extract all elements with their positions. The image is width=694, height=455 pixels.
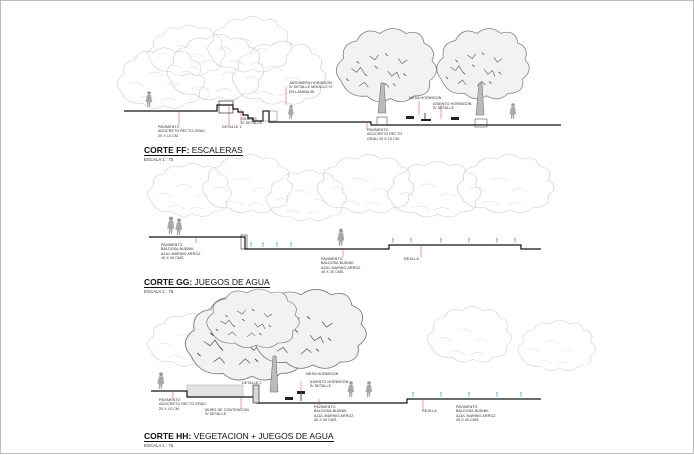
label-line: AZUL MARINO ARROZ	[314, 413, 354, 418]
hh-scale: ESCALA 1 : 75	[144, 443, 174, 448]
ff-title: CORTE FF: ESCALERAS	[144, 145, 243, 156]
hh-mesa-label: MESA HORMIGON	[306, 372, 338, 376]
section-gg-leaders	[195, 237, 422, 257]
ff-paving-label: PAVIMENTO ADOCRETO RECTO GRAU 20 X 10 CM	[158, 125, 205, 138]
section-gg-trees	[147, 154, 555, 221]
label-line: 40 x 40 cms.	[314, 418, 338, 423]
title-bold: CORTE FF:	[144, 145, 190, 155]
label-line: s/ DETALLE	[205, 412, 227, 417]
title-rest: VEGETACION + JUEGOS DE AGUA	[193, 431, 334, 441]
label-line: BALDOSA BUDNIK	[321, 261, 354, 266]
title-rest: JUEGOS DE AGUA	[194, 277, 270, 287]
label-line: REJILLA	[404, 257, 419, 261]
hh-paving-label: PAVIMENTO ADOCRETO RECTO GRAU 20 X 10 CM	[159, 398, 206, 411]
ff-gradas-label: GRADAS s/ DETALLE	[241, 117, 262, 126]
tree-icon	[335, 28, 530, 103]
label-line: EN LAMINA 56	[289, 89, 315, 94]
hh-detalle2-label: DETALLE 2	[242, 381, 262, 385]
gg-paving-label: PAVIMENTO BALDOSA BUDNIK AZUL MARINO ARR…	[161, 243, 201, 261]
label-line: AZUL MARINO ARROZ	[161, 251, 201, 256]
hh-muro-label: MURO DE CONTENCION s/ DETALLE	[205, 408, 249, 417]
person-icon	[175, 218, 183, 235]
label-line: ADOCRETO RECTO GRAU	[158, 129, 206, 134]
section-hh-ground	[151, 384, 541, 404]
title-bold: CORTE GG:	[144, 277, 193, 287]
label-line: s/ DETALLE	[241, 121, 263, 126]
label-line: PAVIMENTO	[321, 257, 343, 261]
bench-icon	[406, 113, 459, 121]
section-hh-trees	[147, 288, 596, 393]
hh-paving3-label: PAVIMENTO BALDOSA BUDNIK AZUL MARINO ARR…	[456, 405, 496, 423]
label-line: 40 x 40 cms.	[456, 418, 480, 423]
ff-paving2-label: PAVIMENTO ADOCRETO RECTO GRAU 20 X 10 cm…	[367, 128, 402, 141]
label-line: MESA HORMIGON	[306, 372, 339, 376]
hh-paving2-label: PAVIMENTO BALDOSA BUDNIK AZUL MARINO ARR…	[314, 405, 354, 423]
label-line: AZUL MARINO ARROZ	[456, 413, 496, 418]
person-icon	[167, 216, 175, 234]
label-line: PAVIMENTO	[314, 405, 336, 409]
label-line: DETALLE 2	[242, 381, 262, 385]
hh-rejilla-label: REJILLA	[422, 409, 437, 413]
label-line: BALDOSA BUDNIK	[456, 409, 489, 414]
label-line: ADOCRETO RECTO	[367, 132, 403, 137]
label-line: MESA HORMIGON	[409, 96, 442, 100]
section-gg-people	[167, 216, 345, 246]
person-icon	[509, 103, 516, 119]
label-line: PAVIMENTO	[367, 128, 389, 132]
water-jet-icon	[249, 237, 517, 248]
label-line: JARDINERA HORMIGON	[289, 81, 333, 85]
tree-icon	[147, 154, 555, 221]
label-line: s/ DETALLE	[310, 384, 332, 389]
label-line: AZUL MARINO ARROZ	[321, 265, 361, 270]
label-line: PAVIMENTO	[161, 243, 183, 247]
hh-title: CORTE HH: VEGETACION + JUEGOS DE AGUA	[144, 431, 334, 442]
gg-title: CORTE GG: JUEGOS DE AGUA	[144, 277, 270, 288]
label-line: REJILLA	[422, 409, 437, 413]
title-rest: ESCALERAS	[191, 145, 243, 155]
label-line: MURO DE CONTENCION	[205, 408, 249, 412]
label-line: GRAU 20 X 10 cm.	[367, 136, 400, 141]
section-hh-leaders	[172, 381, 424, 409]
label-line: BALDOSA BUDNIK	[314, 409, 347, 414]
gg-rejilla-label: REJILLA	[404, 257, 419, 261]
person-icon	[337, 228, 345, 246]
section-ff-ground	[124, 100, 561, 128]
label-line: ASIENTO HORMIGON	[310, 380, 349, 384]
gg-paving2-label: PAVIMENTO BALDOSA BUDNIK AZUL MARINO ARR…	[321, 257, 361, 275]
label-line: PAVIMENTO	[159, 398, 181, 402]
label-line: 20 X 10 CM	[158, 133, 178, 138]
label-line: ADOCRETO RECTO GRAU	[159, 402, 207, 407]
gg-scale: ESCALA 1 : 75	[144, 289, 174, 294]
person-icon	[365, 381, 372, 397]
label-line: ASIENTO HORMIGON	[433, 102, 472, 106]
water-jet-icon	[411, 391, 523, 398]
ff-detalle1-label: DETALLE 1	[222, 125, 242, 129]
label-line: PAVIMENTO	[456, 405, 478, 409]
bench-icon	[285, 391, 305, 401]
person-icon	[287, 104, 294, 119]
person-icon	[145, 91, 152, 107]
label-line: 20 X 10 CM	[159, 406, 179, 411]
label-line: s/ DETALLE	[433, 106, 455, 111]
label-line: 40 x 40 cms.	[161, 256, 185, 261]
hh-asiento-label: ASIENTO HORMIGON s/ DETALLE	[310, 380, 348, 389]
label-line: DETALLE 1	[222, 125, 242, 129]
title-bold: CORTE HH:	[144, 431, 192, 441]
label-line: 40 x 40 cms.	[321, 270, 345, 275]
ff-jardinera-label: JARDINERA HORMIGON s/ DETALLE MODULO 07 …	[289, 81, 333, 94]
ff-asiento-label: ASIENTO HORMIGON s/ DETALLE	[433, 102, 471, 111]
section-ff-trees	[117, 16, 530, 116]
section-gg-ground	[149, 234, 541, 250]
ff-mesa-label: MESA HORMIGON	[409, 96, 441, 100]
person-icon	[157, 372, 165, 389]
label-line: GRADAS	[241, 117, 257, 121]
section-ff-leaders	[178, 87, 442, 129]
label-line: BALDOSA BUDNIK	[161, 247, 194, 252]
label-line: PAVIMENTO	[158, 125, 180, 129]
ff-scale: ESCALA 1 : 75	[144, 157, 174, 162]
label-line: s/ DETALLE MODULO 07	[289, 85, 333, 90]
